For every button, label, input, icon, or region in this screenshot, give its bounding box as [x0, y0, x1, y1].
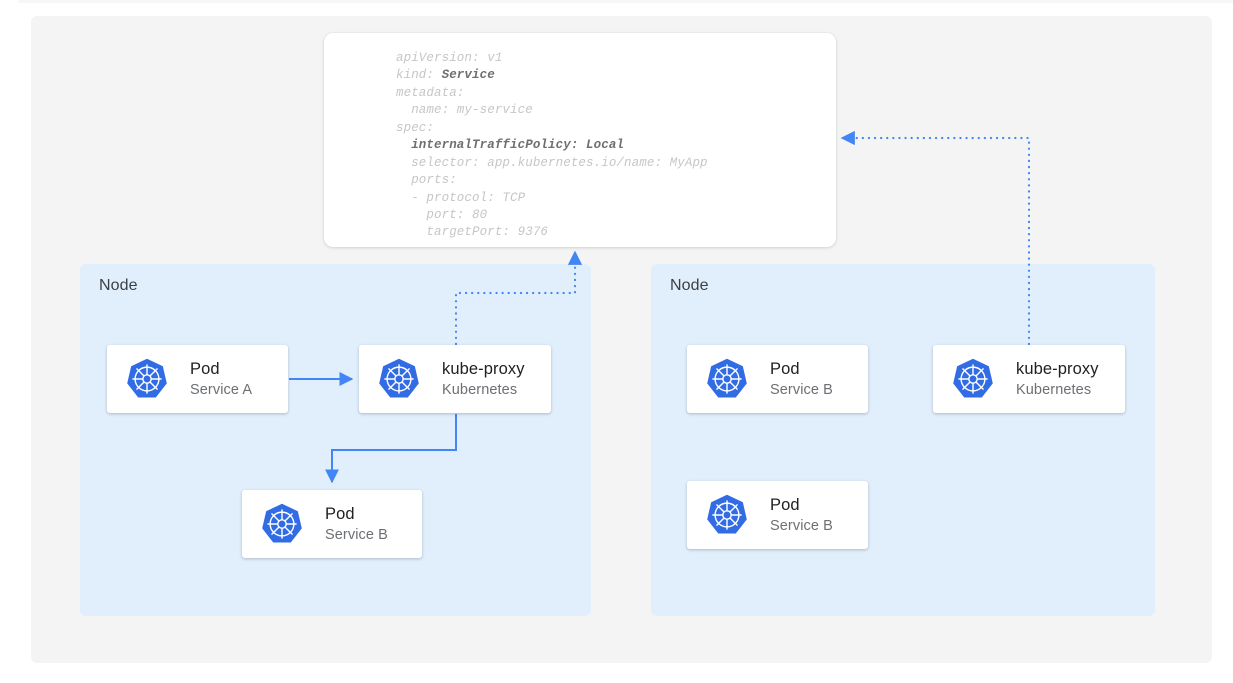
yaml-line: kind: Service — [396, 68, 495, 83]
yaml-line: port: 80 — [396, 207, 488, 222]
card-pod-service-a[interactable]: Pod Service A — [107, 345, 288, 413]
card-pod-service-b-2[interactable]: Pod Service B — [687, 481, 868, 549]
card-title: Pod — [770, 359, 800, 378]
service-spec-card: apiVersion: v1 kind: Service metadata: nam… — [324, 33, 836, 247]
yaml-line: ports: — [396, 173, 457, 188]
card-title: Pod — [325, 504, 355, 523]
card-text: Pod Service B — [770, 495, 833, 536]
card-title: kube-proxy — [1016, 359, 1099, 378]
card-text: Pod Service B — [325, 504, 388, 545]
yaml-line: spec: — [396, 120, 435, 135]
card-text: kube-proxy Kubernetes — [442, 359, 525, 400]
card-text: kube-proxy Kubernetes — [1016, 359, 1099, 400]
kubernetes-icon — [127, 358, 167, 398]
kubernetes-icon — [707, 358, 747, 398]
top-edge-strip — [18, 0, 1233, 3]
node-region-b: Node — [651, 264, 1155, 616]
service-spec-yaml: apiVersion: v1 kind: Service metadata: nam… — [396, 50, 708, 242]
yaml-emphasis: internalTrafficPolicy: Local — [411, 138, 625, 153]
card-text: Pod Service A — [190, 359, 252, 400]
card-subtitle: Service B — [770, 517, 833, 534]
node-a-label: Node — [99, 277, 138, 294]
kubernetes-icon — [953, 358, 993, 398]
yaml-line: - protocol: TCP — [396, 190, 526, 205]
card-title: Pod — [770, 495, 800, 514]
card-title: Pod — [190, 359, 220, 378]
yaml-emphasis: Service — [441, 68, 495, 83]
yaml-line: targetPort: 9376 — [396, 225, 549, 240]
card-subtitle: Kubernetes — [1016, 381, 1092, 398]
card-pod-service-b-1[interactable]: Pod Service B — [687, 345, 868, 413]
card-subtitle: Service B — [325, 526, 388, 543]
yaml-line: apiVersion: v1 — [396, 51, 503, 65]
card-subtitle: Kubernetes — [442, 381, 518, 398]
kubernetes-icon — [379, 358, 419, 398]
yaml-line: name: my-service — [396, 103, 533, 118]
card-pod-service-b-node-a[interactable]: Pod Service B — [242, 490, 422, 558]
card-kube-proxy-a[interactable]: kube-proxy Kubernetes — [359, 345, 551, 413]
node-b-label: Node — [670, 277, 709, 294]
kubernetes-icon — [707, 494, 747, 534]
yaml-line: selector: app.kubernetes.io/name: MyApp — [396, 155, 708, 170]
card-text: Pod Service B — [770, 359, 833, 400]
node-region-a: Node — [80, 264, 591, 616]
yaml-line: internalTrafficPolicy: Local — [396, 137, 708, 154]
card-subtitle: Service A — [190, 381, 253, 398]
card-kube-proxy-b[interactable]: kube-proxy Kubernetes — [933, 345, 1125, 413]
kubernetes-icon — [262, 503, 302, 543]
yaml-line: metadata: — [396, 85, 465, 100]
card-title: kube-proxy — [442, 359, 525, 378]
card-subtitle: Service B — [770, 381, 833, 398]
